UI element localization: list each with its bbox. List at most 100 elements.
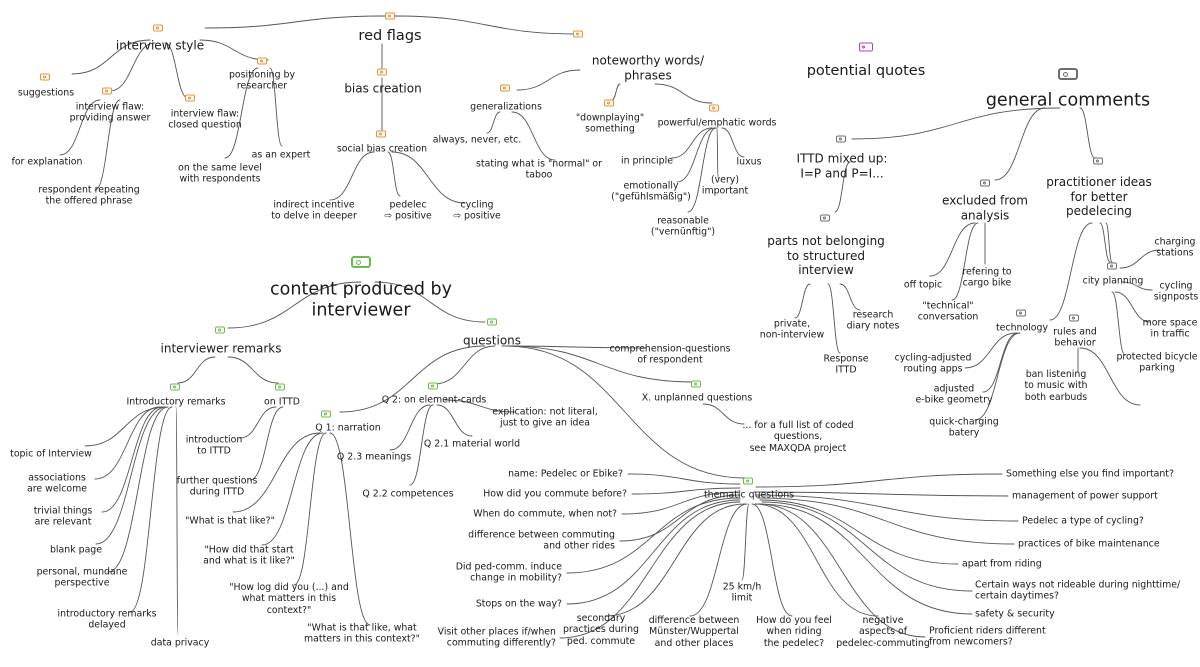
node-pedelec-positive[interactable]: pedelec⇨ positive	[384, 199, 432, 222]
generalizations-icon[interactable]	[500, 84, 510, 92]
node-flaw-closed[interactable]: interview flaw:closed question	[168, 108, 242, 131]
node-q2[interactable]: Q 2: on element-cards	[381, 394, 487, 406]
node-cycling-positive[interactable]: cycling⇨ positive	[453, 199, 501, 222]
node-bias-creation[interactable]: bias creation	[344, 81, 422, 96]
content-produced-icon[interactable]	[351, 256, 371, 268]
parts-icon[interactable]	[820, 214, 830, 222]
general-comments-icon[interactable]	[1058, 68, 1078, 80]
node-in-principle[interactable]: in principle	[621, 155, 673, 167]
ittd-mixed-icon[interactable]	[836, 135, 846, 143]
node-powerful-words[interactable]: powerful/emphatic words	[657, 117, 777, 129]
node-what-like[interactable]: "What is that like?"	[185, 515, 275, 527]
bias-creation-icon[interactable]	[377, 68, 387, 76]
technology-icon[interactable]	[1016, 309, 1026, 317]
potential-quotes-icon[interactable]	[859, 42, 873, 52]
node-t-safety[interactable]: safety & security	[975, 608, 1055, 620]
practitioner-icon[interactable]	[1093, 157, 1103, 165]
node-thematic[interactable]: thematic questions	[703, 489, 795, 501]
node-topic-interview[interactable]: topic of Interview	[10, 448, 92, 460]
node-for-explanation[interactable]: for explanation	[11, 156, 83, 168]
node-data-privacy[interactable]: data privacy	[150, 637, 210, 649]
node-private[interactable]: private,non-interview	[759, 318, 825, 341]
node-t-name[interactable]: name: Pedelec or Ebike?	[508, 468, 623, 480]
node-emotionally[interactable]: emotionally("gefühlsmäßig")	[611, 180, 691, 203]
social-bias-icon[interactable]	[376, 130, 386, 138]
interviewer-remarks-icon[interactable]	[215, 326, 225, 334]
excluded-icon[interactable]	[980, 179, 990, 187]
positioning-icon[interactable]	[257, 57, 267, 65]
node-q22[interactable]: Q 2.2 competences	[362, 488, 454, 500]
thematic-icon[interactable]	[743, 477, 753, 485]
node-t-something-else[interactable]: Something else you find important?	[1006, 468, 1174, 480]
flaw-answer-icon[interactable]	[102, 87, 112, 95]
node-q1[interactable]: Q 1: narration	[315, 422, 381, 434]
rules-icon[interactable]	[1069, 314, 1079, 322]
node-q23[interactable]: Q 2.3 meanings	[336, 451, 412, 463]
introductory-icon[interactable]	[170, 383, 180, 391]
node-generalizations[interactable]: generalizations	[470, 101, 542, 113]
node-always-never[interactable]: always, never, etc.	[432, 134, 522, 146]
node-q21[interactable]: Q 2.1 material world	[423, 438, 521, 450]
unplanned-icon[interactable]	[691, 380, 701, 388]
node-red-flags[interactable]: red flags	[358, 28, 422, 45]
q2-icon[interactable]	[428, 382, 438, 390]
node-social-bias[interactable]: social bias creation	[336, 143, 428, 155]
node-t-stops[interactable]: Stops on the way?	[475, 598, 562, 610]
node-flaw-answer[interactable]: interview flaw:providing answer	[69, 101, 151, 124]
node-interview-style[interactable]: interview style	[115, 38, 205, 53]
node-t-commute-before[interactable]: How did you commute before?	[483, 488, 627, 500]
flaw-closed-icon[interactable]	[185, 94, 195, 102]
questions-icon[interactable]	[487, 318, 497, 326]
node-technology[interactable]: technology	[995, 322, 1049, 334]
node-noteworthy[interactable]: noteworthy words/phrases	[591, 53, 705, 82]
q1-icon[interactable]	[321, 410, 331, 418]
node-on-ittd[interactable]: on ITTD	[264, 396, 300, 408]
node-t-pedelec-type[interactable]: Pedelec a type of cycling?	[1022, 515, 1144, 527]
node-interviewer-remarks[interactable]: interviewer remarks	[160, 341, 282, 356]
node-reasonable[interactable]: reasonable("vernünftig")	[650, 215, 716, 238]
interview-style-icon[interactable]	[153, 24, 163, 32]
node-t-apart[interactable]: apart from riding	[962, 558, 1042, 570]
suggestions-icon[interactable]	[40, 73, 50, 81]
node-questions[interactable]: questions	[462, 333, 522, 348]
node-blank-page[interactable]: blank page	[49, 544, 103, 556]
node-t-certain-ways[interactable]: Certain ways not rideable during nightti…	[975, 579, 1181, 602]
node-city-planning[interactable]: city planning	[1082, 275, 1144, 287]
noteworthy-icon[interactable]	[573, 30, 583, 38]
node-unplanned[interactable]: X. unplanned questions	[641, 392, 753, 404]
node-very-important[interactable]: (very)important	[701, 174, 749, 197]
red-flags-icon[interactable]	[385, 12, 395, 20]
